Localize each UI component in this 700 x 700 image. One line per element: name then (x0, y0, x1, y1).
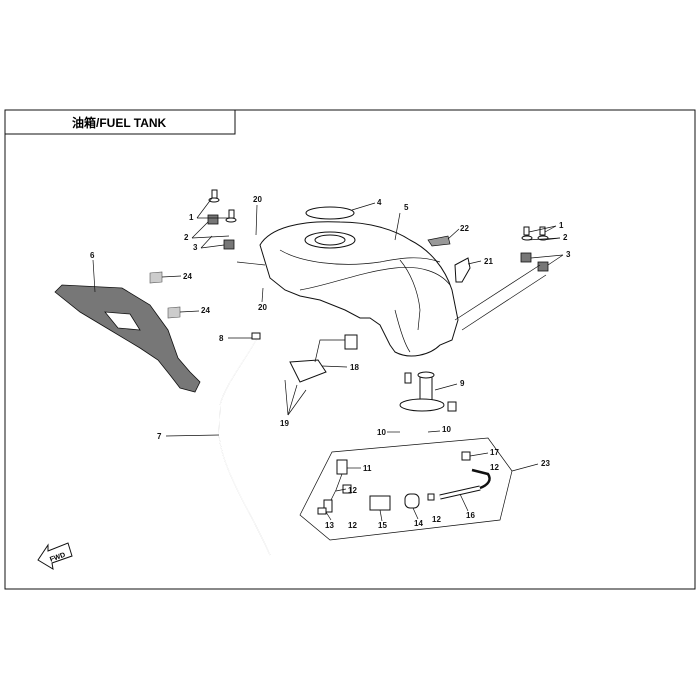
callout-15: 15 (378, 521, 387, 530)
callout-4: 4 (377, 198, 382, 207)
callout-20-bottom: 20 (258, 303, 267, 312)
leader-lines (92, 197, 564, 541)
sticker-24a (149, 271, 163, 284)
callout-23: 23 (541, 459, 550, 468)
callout-21: 21 (484, 257, 493, 266)
callout-1-left: 1 (189, 213, 194, 222)
fuel-line-assembly (317, 451, 491, 515)
breather-hose (218, 332, 271, 556)
callout-20-top: 20 (253, 195, 262, 204)
mounting-bolts-right (520, 226, 549, 272)
callout-16: 16 (466, 511, 475, 520)
fwd-arrow: FWD (37, 542, 73, 570)
bracket-22 (427, 235, 451, 247)
callout-3-right: 3 (566, 250, 571, 259)
sensor-bracket-18 (289, 334, 358, 383)
fuel-pump (399, 371, 457, 412)
heat-shield (54, 284, 201, 393)
callout-19: 19 (280, 419, 289, 428)
callout-6: 6 (90, 251, 95, 260)
callout-8: 8 (219, 334, 224, 343)
callout-11: 11 (363, 464, 372, 473)
callout-22: 22 (460, 224, 469, 233)
fuel-tank (259, 221, 459, 357)
title-box (4, 109, 236, 135)
callout-2-left: 2 (184, 233, 189, 242)
callout-13: 13 (325, 521, 334, 530)
callout-12-b: 12 (348, 521, 357, 530)
bracket-21 (454, 257, 471, 283)
callout-14: 14 (414, 519, 423, 528)
callout-9: 9 (460, 379, 465, 388)
callout-12-a: 12 (348, 486, 357, 495)
callout-10-right: 10 (442, 425, 451, 434)
callout-24-b: 24 (201, 306, 210, 315)
callout-10-left: 10 (377, 428, 386, 437)
callout-labels: 1 2 3 1 2 3 4 5 6 7 8 9 10 10 11 12 12 1… (90, 195, 571, 530)
callout-7: 7 (157, 432, 162, 441)
callout-17: 17 (490, 448, 499, 457)
callout-24-a: 24 (183, 272, 192, 281)
mounting-bolts-left (207, 189, 237, 250)
callout-1-right: 1 (559, 221, 564, 230)
diagram-border (4, 109, 696, 590)
callout-2-right: 2 (563, 233, 568, 242)
callout-5: 5 (404, 203, 409, 212)
sticker-24b (167, 306, 181, 319)
page-title: 油箱/FUEL TANK (72, 115, 167, 130)
callout-3-left: 3 (193, 243, 198, 252)
callout-12-d: 12 (490, 463, 499, 472)
callout-18: 18 (350, 363, 359, 372)
callout-12-c: 12 (432, 515, 441, 524)
gasket-ring (305, 206, 355, 220)
